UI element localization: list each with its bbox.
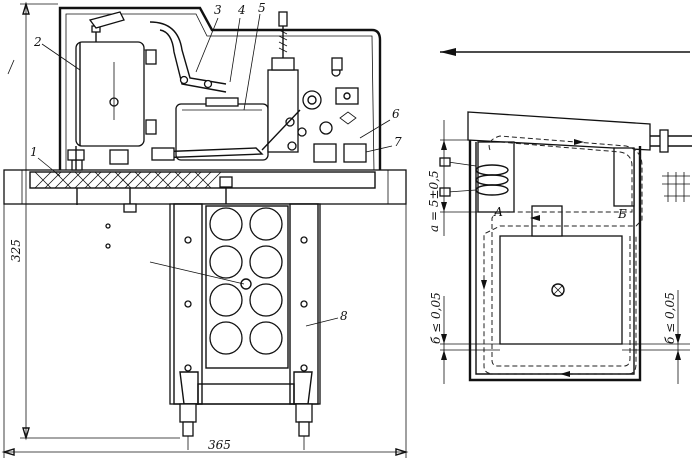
callout-3: 3 [214,3,222,17]
callout-6: 6 [392,107,400,121]
relay-cover [58,6,382,172]
base-plate [3,169,407,205]
insulating-board [29,171,376,189]
timer-unit [67,25,157,170]
callout-5: 5 [258,1,266,15]
coil [439,157,509,197]
contactor [175,11,367,163]
callout-8: 8 [340,309,348,323]
callout-leaders [37,13,393,327]
flux-path [483,135,643,375]
gap-b-right-label: б ≤ 0,05 [663,292,677,344]
height-dimension-label: 325 [9,239,23,262]
flux-path-inner [491,141,633,367]
width-dimension-label: 365 [208,438,231,452]
linking-rod [109,147,264,165]
callout-4: 4 [237,3,246,17]
right-pole [613,147,635,207]
callout-2: 2 [33,35,42,49]
gap-b-right-dimension: б ≤ 0,05 [622,290,690,384]
yoke [468,140,642,382]
feet [179,403,313,450]
gap-a-label: a = 5±0,5 [427,170,441,232]
callout-1: 1 [30,145,38,159]
point-a-label: А [493,205,503,219]
resistor-rack [149,203,321,405]
right-contacts [650,129,692,202]
dimension-width: 365 [1,204,409,458]
left-pole [477,141,515,213]
relay-assembly-view: 325 365 1 2 3 4 5 6 7 8 [1,1,409,458]
armature-bar [467,111,651,151]
magnetic-circuit-view: А Б a = 5±0,5 б ≤ 0,05 б ≤ 0,0 [427,48,692,384]
core-block [499,235,623,345]
point-b-label: Б [617,207,627,221]
direction-arrow [440,48,690,56]
gap-a-dimension: a = 5±0,5 [427,120,478,236]
gap-b-left-dimension: б ≤ 0,05 [429,292,500,384]
lever-arm [88,11,227,93]
dimension-height: 325 [9,1,180,441]
gap-b-left-label: б ≤ 0,05 [429,292,443,344]
base-bolts [71,159,233,213]
callout-7: 7 [394,135,402,149]
